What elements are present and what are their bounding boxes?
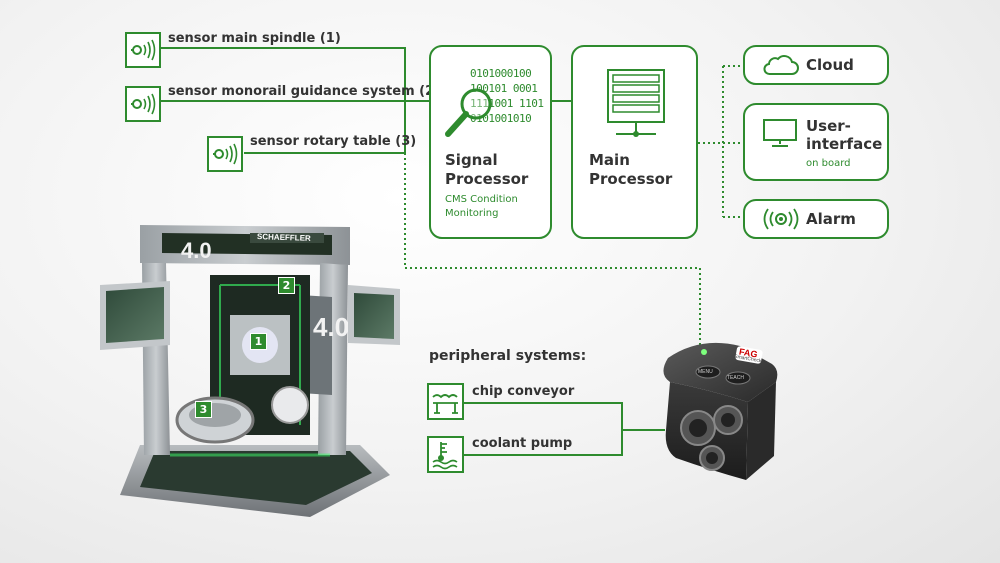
signal-title-line: Processor	[445, 170, 529, 188]
signal-processor-title: Signal Processor	[445, 151, 528, 189]
alarm-frame	[743, 199, 889, 239]
machine-tool-graphic	[100, 225, 400, 517]
peripheral-heading: peripheral systems:	[429, 348, 587, 364]
main-processor-frame	[571, 45, 698, 239]
vibration-sensor-icon	[207, 136, 243, 172]
coolant-pump-label: coolant pump	[472, 436, 573, 451]
cloud-label: Cloud	[806, 56, 854, 74]
marker-1: 1	[250, 333, 267, 350]
ui-title-line: User-	[806, 117, 851, 135]
binary-code: 0101000100 100101 0001 1111001 1101 0101…	[470, 66, 544, 126]
marker-2: 2	[278, 277, 295, 294]
cloud-icon	[763, 55, 799, 75]
chip-conveyor-label: chip conveyor	[472, 384, 575, 399]
alarm-label: Alarm	[806, 210, 856, 228]
signal-sub-line: Monitoring	[445, 208, 499, 219]
sensor-monorail-label: sensor monorail guidance system (2)	[168, 84, 441, 99]
signal-title-line: Signal	[445, 151, 498, 169]
marker-3: 3	[195, 401, 212, 418]
magnifier-icon	[445, 88, 492, 137]
sensor-rotary-table-label: sensor rotary table (3)	[250, 134, 417, 149]
machine-badge-top: 4.0	[181, 238, 212, 263]
machine-brand: SCHAEFFLER	[256, 232, 311, 243]
vibration-sensor-icon	[125, 32, 161, 68]
binary-line: 100101 0001	[470, 82, 538, 95]
conveyor-icon	[427, 383, 464, 420]
alarm-icon	[763, 208, 799, 230]
machine-badge-side: 4.0	[313, 312, 350, 342]
signal-processor-frame	[429, 45, 552, 239]
vibration-sensor-icon	[125, 86, 161, 122]
main-title-line: Main	[589, 151, 630, 169]
ui-frame	[743, 103, 889, 181]
signal-sub-line: CMS Condition	[445, 194, 518, 205]
ui-title-line: interface	[806, 135, 883, 153]
binary-line: 0101000100	[470, 67, 532, 80]
server-icon	[607, 69, 665, 137]
main-processor-title: Main Processor	[589, 151, 672, 189]
sensor-main-spindle-label: sensor main spindle (1)	[168, 31, 341, 46]
device-menu-button: MENU	[698, 369, 713, 375]
ui-subtitle: on board	[806, 158, 851, 169]
coolant-pump-icon	[427, 436, 464, 473]
device-teach-button: TEACH	[727, 375, 744, 381]
monitor-icon	[763, 119, 797, 147]
ui-title: User- interface	[806, 117, 882, 153]
main-title-line: Processor	[589, 170, 673, 188]
smartcheck-device-illustration	[663, 342, 778, 480]
signal-processor-subtitle: CMS Condition Monitoring	[445, 193, 518, 221]
